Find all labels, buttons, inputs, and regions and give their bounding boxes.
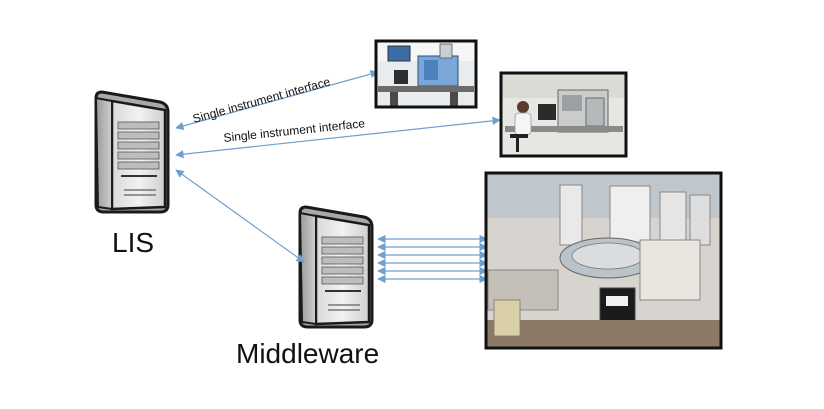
edge-label-interface-1: Single instrument interface	[191, 74, 332, 126]
middleware-label: Middleware	[236, 338, 379, 369]
arrow-lis-middleware	[175, 169, 305, 263]
middleware-server-icon	[298, 205, 374, 329]
arrow-lis-instrument-2	[175, 116, 501, 159]
edge-label-interface-2: Single instrument interface	[223, 116, 366, 145]
instrument-photo-3	[484, 171, 723, 350]
instrument-photo-2	[499, 71, 628, 158]
middleware-instrument-links	[377, 234, 488, 284]
lis-label: LIS	[112, 227, 154, 258]
instrument-photo-1	[374, 39, 478, 109]
lis-server-icon	[94, 90, 170, 214]
